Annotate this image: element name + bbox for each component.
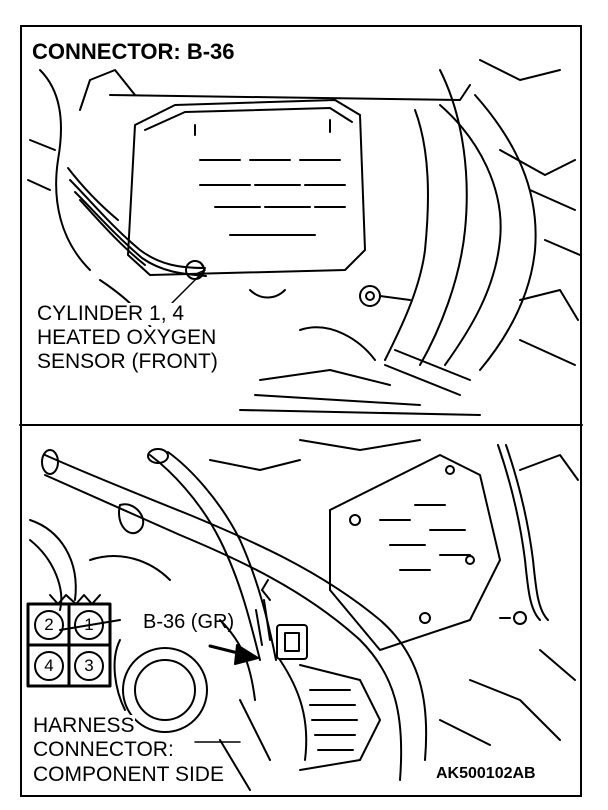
- component-label-line2: HEATED OXYGEN: [37, 326, 217, 350]
- harness-label-line2: CONNECTOR:: [33, 738, 174, 762]
- connector-label: B-36 (GR): [143, 611, 235, 633]
- harness-label-line1: HARNESS: [33, 714, 135, 738]
- figure-code: AK500102AB: [436, 765, 536, 782]
- component-label-line3: SENSOR (FRONT): [37, 350, 218, 374]
- diagram-frame: [20, 25, 582, 797]
- harness-label-line3: COMPONENT SIDE: [33, 763, 224, 787]
- pin-3: 3: [84, 656, 94, 675]
- pin-4: 4: [44, 656, 54, 675]
- connector-pin-face: [26, 594, 112, 688]
- diagram-title: CONNECTOR: B-36: [32, 39, 235, 64]
- pin-2: 2: [44, 615, 54, 634]
- component-label-line1: CYLINDER 1, 4: [37, 302, 185, 326]
- pin-1: 1: [84, 615, 94, 634]
- top-view-drawing: [27, 59, 581, 416]
- bottom-view-drawing: [29, 439, 579, 791]
